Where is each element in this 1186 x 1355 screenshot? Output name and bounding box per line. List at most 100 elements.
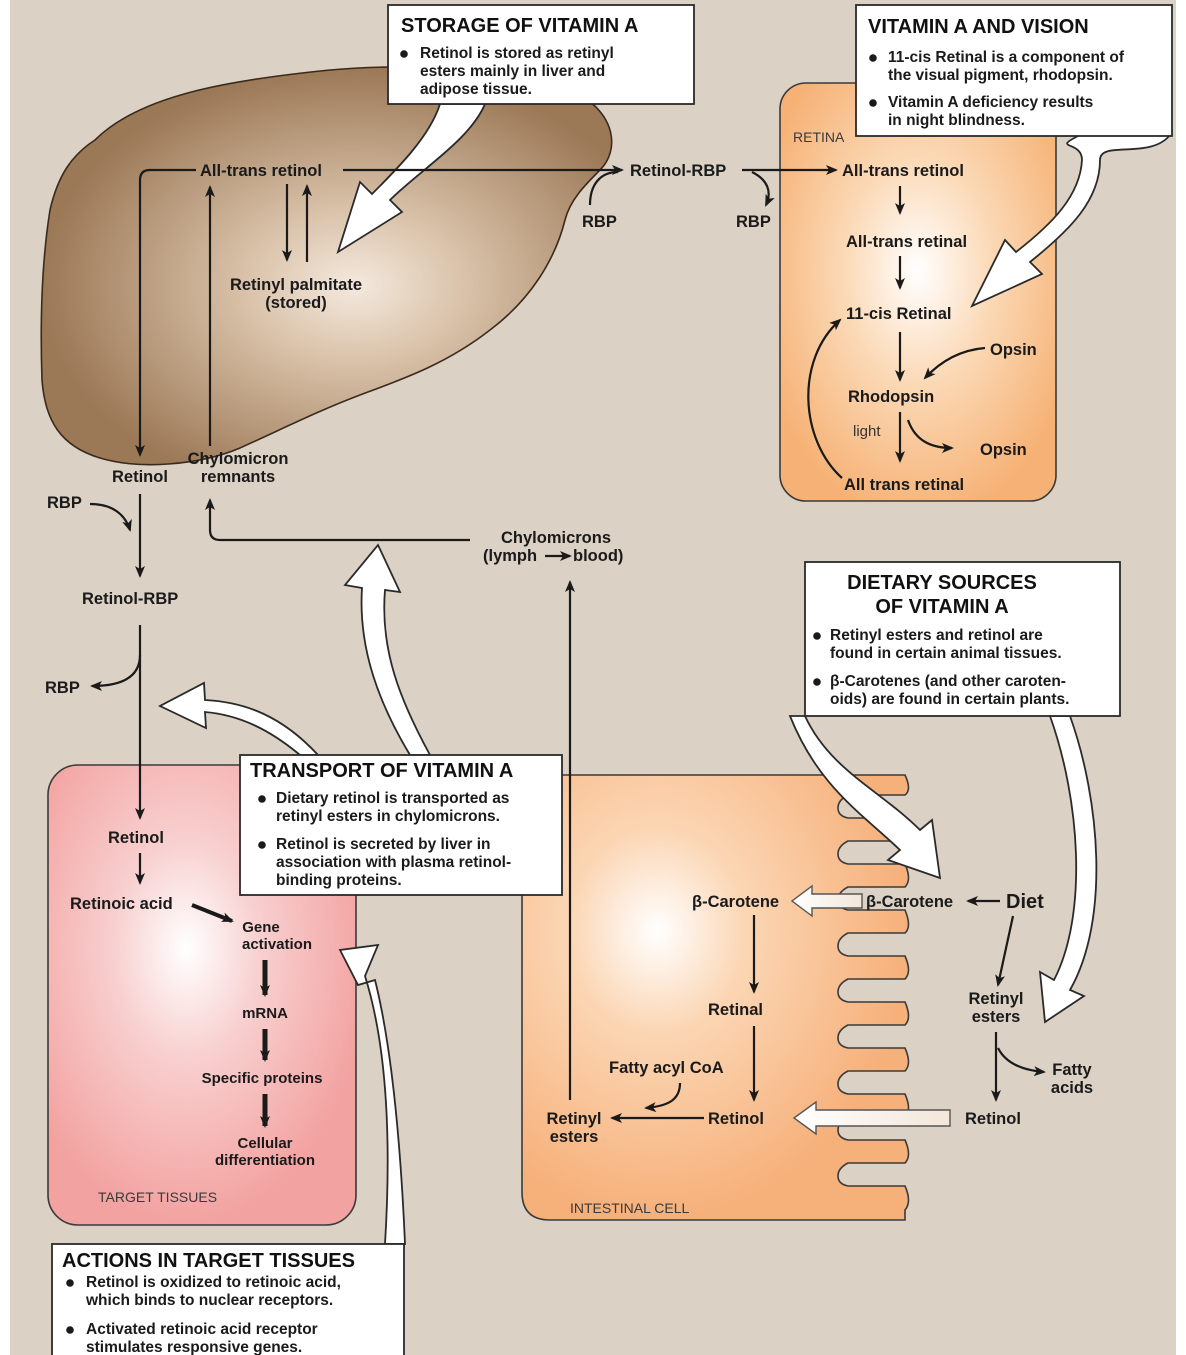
arrow-rbp-join-left [89, 502, 132, 532]
dietary-bullet-1-line-1: oids) are found in certain plants. [830, 691, 1069, 708]
rbp-left-in: RBP [47, 494, 82, 512]
target-specific-proteins: Specific proteins [202, 1070, 323, 1087]
arrow-chylomicrons-to-remnants [205, 498, 470, 542]
transport-callout [239, 754, 563, 896]
arrow-rbp-release-top [751, 171, 775, 207]
storage-callout [387, 4, 695, 105]
retina-all-trans-retinal-bottom: All trans retinal [844, 476, 964, 494]
intestine-retinal: Retinal [708, 1001, 763, 1019]
retinol-outside: Retinol [965, 1110, 1021, 1128]
arrow-retinoic-to-gene [191, 903, 234, 923]
actions-bullet-dot-1 [66, 1326, 74, 1334]
diet-label: Diet [1006, 891, 1044, 913]
retinol-inside: Retinol [708, 1110, 764, 1128]
beta-carotene-inside: β-Carotene [692, 893, 779, 911]
retina-caption: RETINA [793, 129, 845, 145]
actions-bullet-dot-0 [66, 1279, 74, 1287]
vision-title: VITAMIN A AND VISION [868, 16, 1089, 38]
rbp-top-out: RBP [736, 213, 771, 231]
white-arrow-retinol [792, 1100, 951, 1136]
retinol-rbp-top: Retinol-RBP [630, 162, 726, 180]
retina-region [779, 82, 1057, 502]
chylomicrons-line-0: Chylomicrons [501, 529, 611, 547]
actions-title: ACTIONS IN TARGET TISSUES [62, 1250, 355, 1272]
vision-bullet-0-line-0: 11-cis Retinal is a component of [888, 49, 1125, 66]
cellular-differentiation-line-0: Cellular [237, 1135, 292, 1152]
transport-bullet-1-line-1: association with plasma retinol- [276, 854, 511, 871]
actions-bullet-0-line-0: Retinol is oxidized to retinoic acid, [86, 1274, 341, 1291]
dietary-bullet-dot-1 [813, 678, 821, 686]
target-mrna: mRNA [242, 1005, 288, 1022]
target-retinol: Retinol [108, 829, 164, 847]
dietary-bullet-dot-0 [813, 632, 821, 640]
retina-all-trans-retinal: All-trans retinal [846, 233, 967, 251]
dietary-bullet-1-line-0: β-Carotenes (and other caroten- [830, 673, 1066, 690]
vision-bullet-1-line-0: Vitamin A deficiency results [888, 94, 1093, 111]
retinyl-esters-outside-line-0: Retinyl [968, 990, 1023, 1008]
dietary-title-line-0: DIETARY SOURCES [847, 572, 1037, 594]
transport-bullet-1-line-2: binding proteins. [276, 872, 402, 889]
target-retinoic-acid: Retinoic acid [70, 895, 173, 913]
transport-pointer-up [343, 543, 432, 756]
target-tissues-caption: TARGET TISSUES [98, 1189, 217, 1205]
actions-pointer [338, 943, 406, 1245]
vision-bullet-dot-0 [869, 54, 877, 62]
fatty-acyl-coa: Fatty acyl CoA [609, 1059, 724, 1077]
intestinal-cell-caption: INTESTINAL CELL [570, 1200, 690, 1216]
arrow-opsin-join [923, 346, 986, 380]
dietary-callout [804, 561, 1121, 717]
chylomicrons-lymph: (lymph [483, 547, 537, 565]
chylomicron-remnants-line-0: Chylomicron [188, 450, 289, 468]
dietary-pointer-right [1038, 715, 1098, 1024]
actions-callout [51, 1243, 405, 1355]
liver-all-trans-retinol: All-trans retinol [200, 162, 322, 180]
vision-bullet-0-line-1: the visual pigment, rhodopsin. [888, 67, 1113, 84]
gene-activation-line-0: Gene [242, 919, 280, 936]
arrow-diet-to-esters [995, 915, 1015, 987]
retina-opsin-in: Opsin [990, 341, 1037, 359]
beta-carotene-outside: β-Carotene [866, 893, 953, 911]
actions-bullet-1-line-1: stimulates responsive genes. [86, 1339, 302, 1355]
retinol-left: Retinol [112, 468, 168, 486]
retina-all-trans-retinol: All-trans retinol [842, 162, 964, 180]
fatty-acids-line-1: acids [1051, 1079, 1093, 1097]
transport-bullet-0-line-0: Dietary retinol is transported as [276, 790, 509, 807]
storage-bullet-0-line-2: adipose tissue. [420, 81, 532, 98]
transport-bullet-1-line-0: Retinol is secreted by liver in [276, 836, 491, 853]
retina-11-cis-retinal: 11-cis Retinal [846, 305, 951, 323]
storage-pointer [336, 103, 487, 255]
white-arrow-carotene [790, 884, 863, 918]
rbp-left-out: RBP [45, 679, 80, 697]
chylomicrons-blood: blood) [573, 547, 623, 565]
transport-bullet-dot-0 [258, 795, 266, 803]
retinyl-palmitate-line-0: Retinyl palmitate [230, 276, 362, 294]
retinyl-esters-inside-line-0: Retinyl [546, 1110, 601, 1128]
retinyl-esters-inside-line-1: esters [550, 1128, 599, 1146]
vision-callout [855, 4, 1173, 137]
arrow-fatty-acyl-join [644, 1082, 682, 1113]
fatty-acids-line-0: Fatty [1052, 1061, 1092, 1079]
retinol-rbp-left: Retinol-RBP [82, 590, 178, 608]
arrow-rbp-join-top [588, 170, 619, 206]
retinyl-palmitate-line-1: (stored) [265, 294, 326, 312]
dietary-bullet-0-line-1: found in certain animal tissues. [830, 645, 1062, 662]
retina-light: light [853, 423, 881, 440]
arrow-visual-cycle [807, 318, 843, 479]
transport-bullet-dot-1 [258, 841, 266, 849]
vision-pointer [970, 134, 1172, 308]
vision-bullet-1-line-1: in night blindness. [888, 112, 1025, 129]
arrow-rbp-release-left [90, 654, 142, 691]
vision-bullet-dot-1 [869, 99, 877, 107]
dietary-pointer-left [788, 715, 942, 880]
dietary-title-line-1: OF VITAMIN A [875, 596, 1008, 618]
storage-bullet-0-line-0: Retinol is stored as retinyl [420, 45, 614, 62]
transport-title: TRANSPORT OF VITAMIN A [250, 760, 513, 782]
arrow-fatty-acids-release [997, 1047, 1046, 1077]
cellular-differentiation-line-1: differentiation [215, 1152, 315, 1169]
retina-opsin-out: Opsin [980, 441, 1027, 459]
rbp-top-in: RBP [582, 213, 617, 231]
retinyl-esters-outside-line-1: esters [972, 1008, 1021, 1026]
storage-title: STORAGE OF VITAMIN A [401, 15, 638, 37]
